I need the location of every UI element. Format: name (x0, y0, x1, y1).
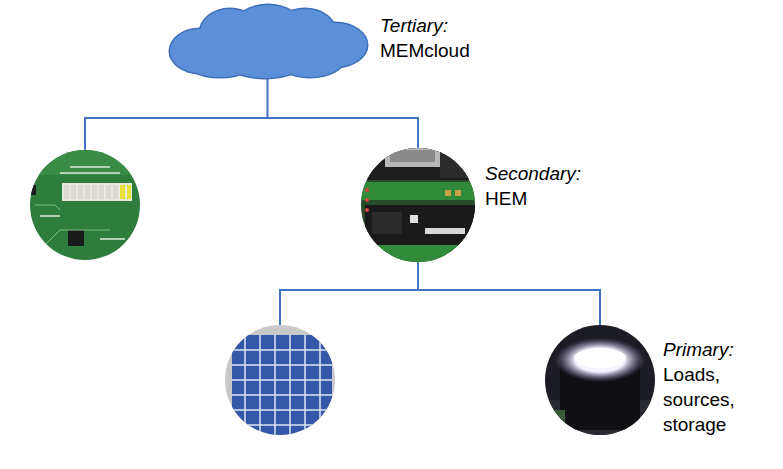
photo-circle: Primary:Loads, sources, storage (545, 325, 655, 435)
cloud-node: Tertiary:MEMcloud (160, 3, 375, 79)
level-name: Loads, sources, storage (663, 362, 763, 437)
lamp-photo (540, 320, 660, 440)
hem-board-photo (355, 140, 485, 270)
circle-shape (361, 148, 475, 262)
pcb-photo (25, 145, 145, 265)
circle-shape (545, 325, 655, 435)
label-block: Tertiary:MEMcloud (380, 13, 530, 63)
label-block: Secondary:HEM (485, 161, 645, 211)
label-block: Primary:Loads, sources, storage (663, 337, 763, 437)
level-heading: Tertiary: (380, 13, 530, 38)
tree-connector (418, 262, 600, 325)
level-name: MEMcloud (380, 38, 530, 63)
solar-panel-photo (220, 320, 340, 440)
tree-connector (268, 79, 419, 148)
level-heading: Secondary: (485, 161, 645, 186)
photo-circle: Secondary:HEM (361, 148, 475, 262)
level-heading: Primary: (663, 337, 763, 362)
level-name: HEM (485, 186, 645, 211)
cloud-shape (160, 3, 375, 79)
